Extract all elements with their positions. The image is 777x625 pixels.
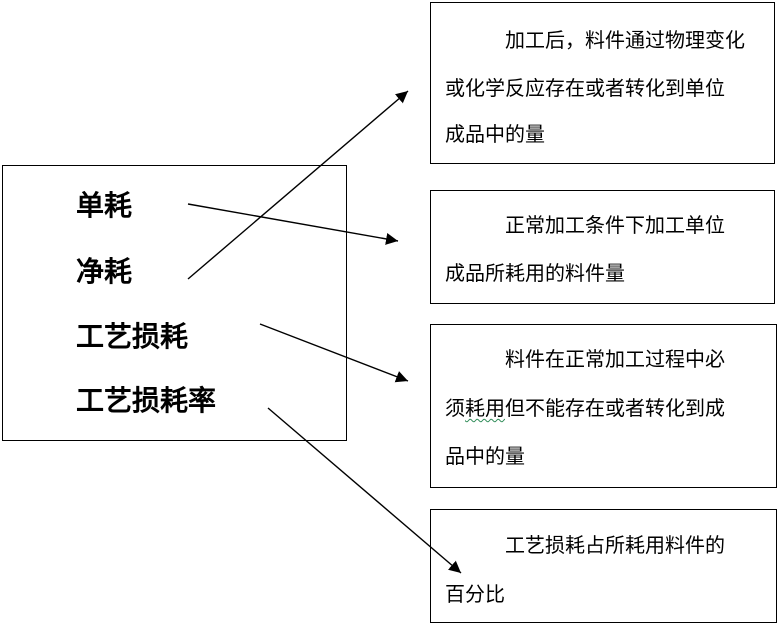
definition-text: 工艺损耗占所耗用料件的 [505, 533, 725, 557]
term-process-loss-rate: 工艺损耗率 [76, 384, 217, 417]
definition-text: 但不能存在或者转化到成 [505, 396, 725, 420]
spellcheck-underline-text: 耗用 [465, 396, 505, 420]
definition-text: 成品所耗用的料件量 [445, 261, 625, 285]
definition-box-process-loss-rate: 工艺损耗占所耗用料件的 百分比 [430, 509, 777, 623]
definition-text-row: 须耗用但不能存在或者转化到成 [445, 398, 725, 418]
definition-box-net-consumption: 加工后，料件通过物理变化 或化学反应存在或者转化到单位 成品中的量 [430, 2, 775, 164]
definition-text: 加工后，料件通过物理变化 [505, 28, 745, 52]
term-process-loss: 工艺损耗 [76, 320, 189, 353]
definition-text: 料件在正常加工过程中必 [505, 347, 725, 371]
term-net-consumption: 净耗 [76, 255, 133, 288]
definition-text: 须 [445, 396, 465, 420]
term-unit-consumption: 单耗 [76, 189, 133, 222]
definition-box-unit-consumption: 正常加工条件下加工单位 成品所耗用的料件量 [430, 190, 775, 304]
definition-text: 正常加工条件下加工单位 [505, 213, 725, 237]
definition-text: 百分比 [445, 582, 505, 606]
definition-text: 品中的量 [445, 444, 525, 468]
definition-box-process-loss: 料件在正常加工过程中必 须耗用但不能存在或者转化到成 品中的量 [430, 324, 777, 488]
terms-box: 单耗 净耗 工艺损耗 工艺损耗率 [2, 165, 347, 441]
definition-text: 成品中的量 [445, 122, 545, 146]
definition-text: 或化学反应存在或者转化到单位 [445, 76, 725, 100]
